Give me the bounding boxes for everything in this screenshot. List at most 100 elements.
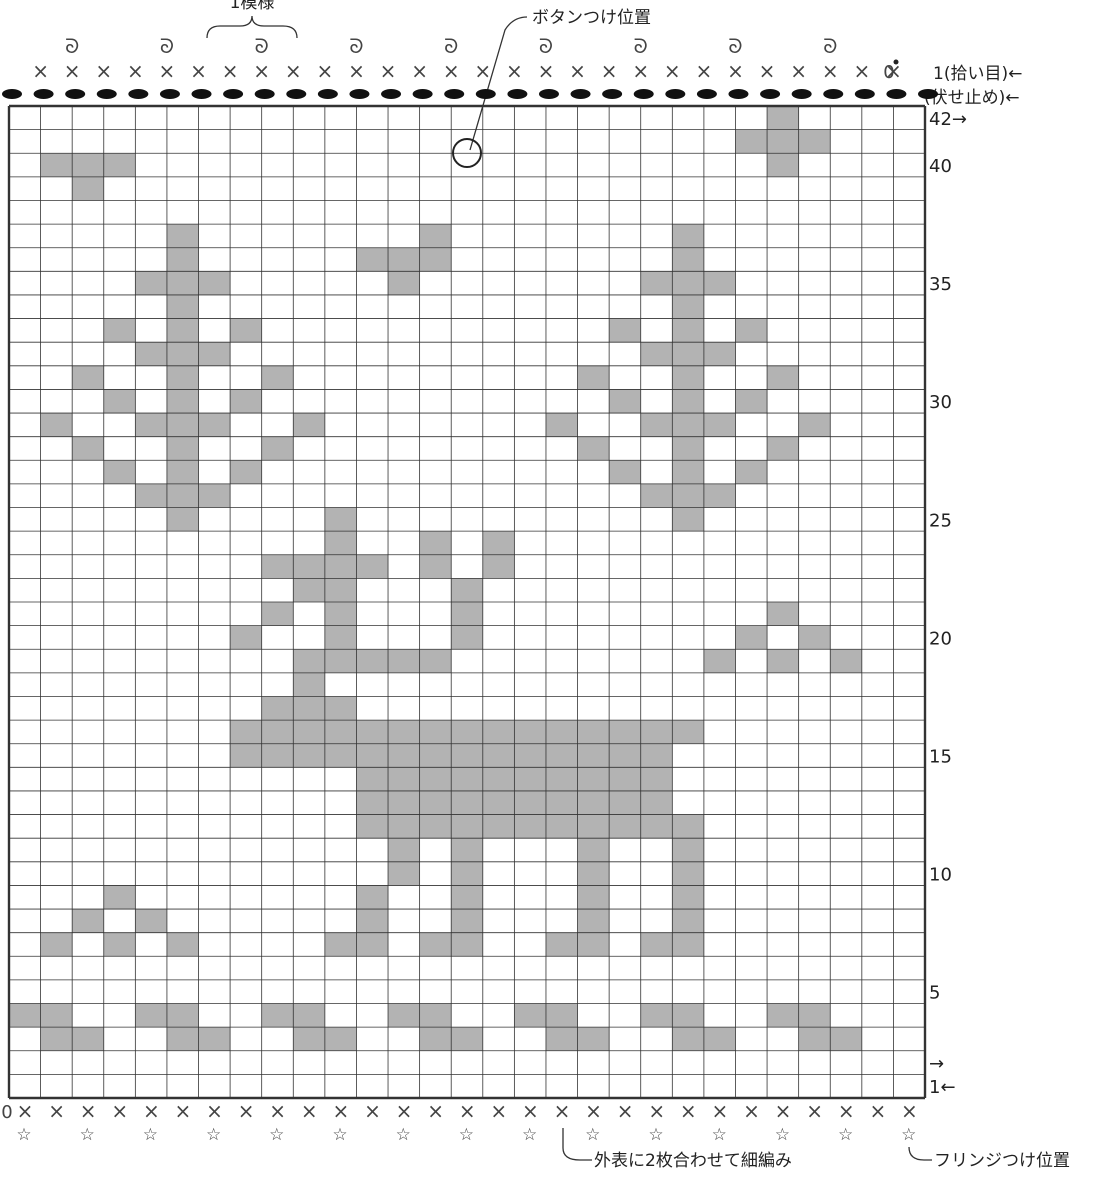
- filled-cell: [199, 413, 231, 437]
- filled-cell: [420, 720, 452, 744]
- chain-stitch: [665, 89, 685, 99]
- filled-cell: [514, 720, 546, 744]
- filled-cell: [451, 815, 483, 839]
- filled-cell: [420, 815, 452, 839]
- picot-row: ᘐᘐᘐᘐᘐᘐᘐᘐᘐ: [65, 34, 837, 58]
- filled-cell: [451, 744, 483, 768]
- chain-stitch: [65, 89, 85, 99]
- filled-cell: [167, 460, 199, 484]
- row-label: 5: [929, 983, 940, 1004]
- filled-cell: [451, 602, 483, 626]
- filled-cell: [293, 413, 325, 437]
- single-crochet-symbol: ×: [95, 59, 112, 83]
- filled-cell: [356, 933, 388, 957]
- single-crochet-symbol: ×: [364, 1099, 381, 1123]
- filled-cell: [672, 271, 704, 295]
- single-crochet-symbol: ×: [111, 1099, 128, 1123]
- filled-cell: [578, 720, 610, 744]
- pattern-repeat-brace: [207, 16, 297, 38]
- filled-cell: [672, 295, 704, 319]
- fringe-star-symbol: ☆: [16, 1125, 31, 1145]
- filled-cell: [578, 815, 610, 839]
- filled-cell: [578, 791, 610, 815]
- filled-cell: [167, 319, 199, 343]
- filled-cell: [104, 933, 136, 957]
- picot-symbol: ᘐ: [349, 34, 363, 58]
- chain-stitch: [2, 89, 22, 99]
- filled-cell: [72, 153, 104, 177]
- row-label: 30: [929, 392, 952, 413]
- filled-cell: [483, 767, 515, 791]
- start-loop-symbol: 0: [1, 1102, 12, 1123]
- filled-cell: [293, 555, 325, 579]
- filled-cell: [135, 413, 167, 437]
- picot-symbol: ᘐ: [634, 34, 648, 58]
- filled-cell: [167, 389, 199, 413]
- single-crochet-symbol: ×: [680, 1099, 697, 1123]
- picot-symbol: ᘐ: [65, 34, 79, 58]
- filled-cell: [167, 933, 199, 957]
- filled-cell: [167, 1004, 199, 1028]
- filled-cell: [483, 815, 515, 839]
- single-crochet-symbol: ×: [522, 1099, 539, 1123]
- filled-cell: [420, 767, 452, 791]
- chain-stitch: [760, 89, 780, 99]
- chain-stitch: [792, 89, 812, 99]
- single-crochet-symbol: ×: [411, 59, 428, 83]
- filled-cell: [167, 437, 199, 461]
- filled-cell: [609, 460, 641, 484]
- filled-cell: [767, 649, 799, 673]
- filled-cell: [546, 413, 578, 437]
- single-crochet-symbol: ×: [474, 59, 491, 83]
- filled-cell: [672, 484, 704, 508]
- chain-stitch: [349, 89, 369, 99]
- single-crochet-symbol: ×: [554, 1099, 571, 1123]
- filled-cell: [546, 1004, 578, 1028]
- picot-symbol: ᘐ: [255, 34, 269, 58]
- single-crochet-symbol: ×: [585, 1099, 602, 1123]
- single-crochet-symbol: ×: [48, 1099, 65, 1123]
- filled-cell: [546, 1027, 578, 1051]
- single-crochet-symbol: ×: [459, 1099, 476, 1123]
- filled-cell: [230, 460, 262, 484]
- bottom-single-crochet-row: 0×××××××××××××××××××××××××××××: [1, 1099, 918, 1123]
- filled-cell: [388, 838, 420, 862]
- fringe-star-symbol: ☆: [143, 1125, 158, 1145]
- filled-cell: [451, 1027, 483, 1051]
- chain-stitch: [318, 89, 338, 99]
- filled-cell: [830, 649, 862, 673]
- fringe-star-symbol: ☆: [206, 1125, 221, 1145]
- filled-cell: [483, 791, 515, 815]
- fringe-star-symbol: ☆: [522, 1125, 537, 1145]
- chain-stitch: [476, 89, 496, 99]
- filled-cell: [609, 720, 641, 744]
- single-crochet-symbol: ×: [775, 1099, 792, 1123]
- filled-cell: [356, 909, 388, 933]
- filled-cell: [388, 767, 420, 791]
- filled-cell: [293, 1027, 325, 1051]
- row-label: 40: [929, 156, 952, 177]
- single-crochet-symbol: ×: [80, 1099, 97, 1123]
- chain-stitch: [823, 89, 843, 99]
- filled-cell: [420, 744, 452, 768]
- fringe-star-symbol: ☆: [901, 1125, 916, 1145]
- filled-cell: [230, 389, 262, 413]
- filled-cell: [672, 885, 704, 909]
- filled-cell: [578, 744, 610, 768]
- picot-symbol: ᘐ: [160, 34, 174, 58]
- filled-cell: [514, 791, 546, 815]
- filled-cell: [767, 106, 799, 130]
- single-crochet-symbol: ×: [380, 59, 397, 83]
- bind-off-label: (伏せ止め)←: [924, 88, 1020, 108]
- filled-cell: [293, 649, 325, 673]
- filled-cell: [578, 1027, 610, 1051]
- filled-cell: [167, 508, 199, 532]
- filled-cell: [451, 838, 483, 862]
- picot-symbol: ᘐ: [444, 34, 458, 58]
- filled-cell: [262, 602, 294, 626]
- filled-cell: [72, 366, 104, 390]
- filled-cell: [578, 767, 610, 791]
- filled-cell: [609, 389, 641, 413]
